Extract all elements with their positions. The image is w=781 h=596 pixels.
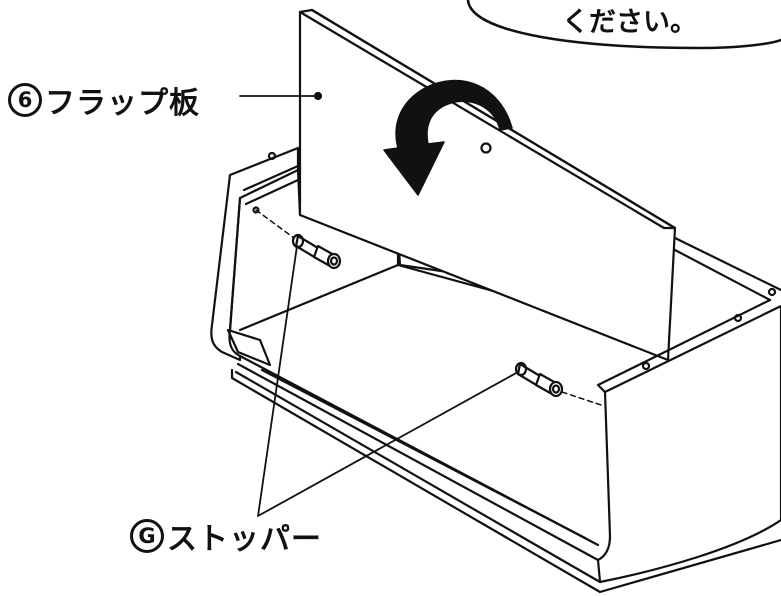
stopper-pin-icon (514, 361, 564, 398)
stopper-label-text: ストッパー (167, 522, 322, 557)
right-side-panel (596, 304, 781, 584)
curved-arrow-icon (383, 79, 513, 196)
stopper-label: G ストッパー (130, 514, 322, 558)
flap-point (313, 91, 323, 101)
stopper-pin-icon (291, 233, 342, 270)
flap-label-text: フラップ板 (45, 86, 200, 121)
flap-hole (480, 142, 492, 154)
cabinet-base (230, 368, 781, 594)
part-letter-badge: G (130, 519, 164, 553)
screw-hole (733, 313, 743, 323)
stopper-leader-line (257, 245, 519, 517)
screw-hole (641, 361, 651, 371)
right-panel-top (596, 298, 772, 394)
flap-board (298, 8, 677, 362)
insertion-hole (252, 206, 260, 214)
insertion-guide-right (561, 391, 605, 407)
insertion-guide-left (255, 209, 295, 239)
bubble-text: ください。 (562, 7, 697, 38)
front-rail-groove (260, 368, 587, 540)
flap-label: 6 フラップ板 (8, 78, 200, 122)
left-rail (226, 328, 272, 367)
left-panel-edge (228, 164, 300, 332)
speech-bubble (466, 0, 781, 50)
screw-hole (767, 287, 777, 297)
right-back-rim (673, 236, 781, 302)
screw-hole (267, 151, 277, 161)
part-number-badge: 6 (8, 83, 42, 117)
flap-board-edge (298, 8, 677, 230)
